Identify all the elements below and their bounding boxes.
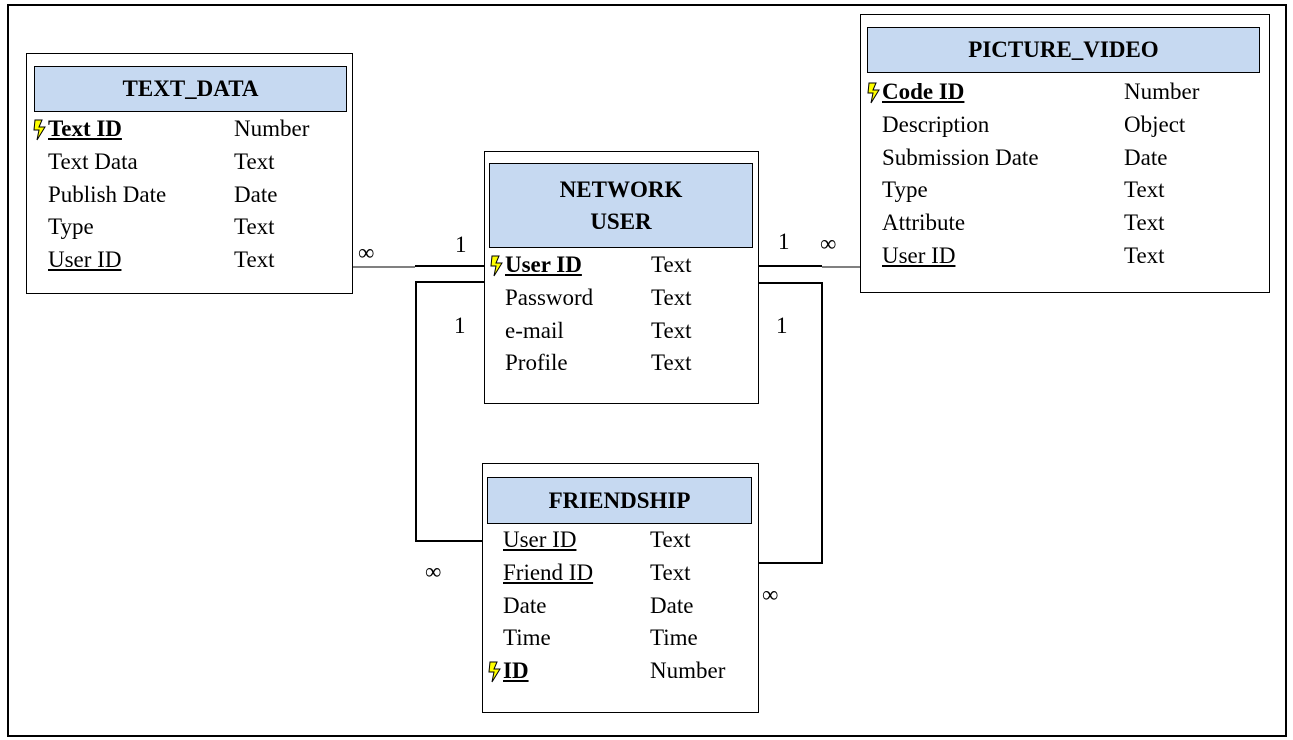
field-type: Text (1124, 242, 1165, 268)
field-type: Number (234, 116, 310, 141)
field-name: Time (503, 625, 551, 651)
field-type: Date (650, 592, 694, 618)
entity-title: FRIENDSHIP (487, 477, 752, 524)
field-type: Text (234, 214, 275, 240)
field-name: Submission Date (882, 144, 1039, 170)
primary-key-icon (33, 119, 46, 141)
field-type: Text (1124, 210, 1165, 236)
field-type: Text (1124, 177, 1165, 203)
field-name: e-mail (505, 317, 564, 343)
entity-network-user[interactable]: NETWORK USER User ID Text Password Text … (484, 151, 759, 404)
field-type: Date (1124, 144, 1168, 170)
entity-title-line2: USER (590, 209, 652, 234)
field-type: Text (651, 284, 692, 310)
field-name: Text Data (48, 148, 138, 174)
cardinality-friendship-many-left: ∞ (425, 559, 442, 584)
cardinality-user-one-lower-right: 1 (776, 313, 788, 338)
field-name: User ID (48, 247, 122, 273)
field-type: Text (651, 350, 692, 376)
field-type: Object (1124, 111, 1186, 137)
cardinality-user-one-lower-left: 1 (454, 313, 466, 338)
field-type: Text (234, 148, 275, 174)
field-name: Friend ID (503, 559, 594, 585)
field-type: Number (650, 658, 726, 684)
field-name: Profile (505, 350, 568, 376)
entity-title: PICTURE_VIDEO (867, 27, 1260, 73)
field-name: Type (48, 214, 94, 240)
field-name: Code ID (882, 79, 965, 104)
primary-key-icon (867, 82, 880, 104)
field-type: Text (650, 527, 691, 552)
entity-picture-video[interactable]: PICTURE_VIDEO Code ID Number Description… (860, 14, 1270, 293)
entity-title-line1: NETWORK (559, 177, 683, 202)
cardinality-picture-many: ∞ (820, 231, 837, 256)
rel-user-friendship-left (415, 281, 484, 542)
field-type: Time (650, 625, 698, 651)
field-name: User ID (503, 527, 577, 552)
cardinality-textdata-many: ∞ (358, 240, 375, 265)
field-name: Publish Date (48, 181, 167, 207)
entity-title: TEXT_DATA (34, 66, 347, 112)
entity-text-data[interactable]: TEXT_DATA Text ID Number Text Data Text … (26, 53, 353, 294)
field-name: Description (882, 111, 990, 137)
field-name: Attribute (882, 210, 966, 236)
diagram-frame (7, 4, 1287, 737)
field-name: Date (503, 592, 547, 618)
field-type: Text (651, 252, 692, 277)
field-type: Text (651, 317, 692, 343)
field-type: Number (1124, 79, 1200, 104)
field-name: Text ID (48, 116, 122, 141)
field-name: User ID (882, 242, 956, 268)
entity-friendship[interactable]: FRIENDSHIP User ID Text Friend ID Text D… (482, 463, 759, 713)
cardinality-friendship-many-right: ∞ (762, 582, 779, 607)
field-name: Type (882, 177, 928, 203)
cardinality-user-one-right: 1 (778, 229, 790, 254)
field-name: ID (503, 658, 529, 684)
field-name: Password (505, 284, 594, 310)
field-type: Date (234, 181, 278, 207)
primary-key-icon (488, 661, 501, 683)
rel-user-friendship-right (758, 282, 823, 564)
field-type: Text (234, 247, 275, 273)
field-name: User ID (505, 252, 582, 277)
entity-title: NETWORK USER (489, 163, 753, 248)
cardinality-user-one-left: 1 (455, 232, 467, 257)
field-type: Text (650, 559, 691, 585)
primary-key-icon (490, 255, 503, 277)
